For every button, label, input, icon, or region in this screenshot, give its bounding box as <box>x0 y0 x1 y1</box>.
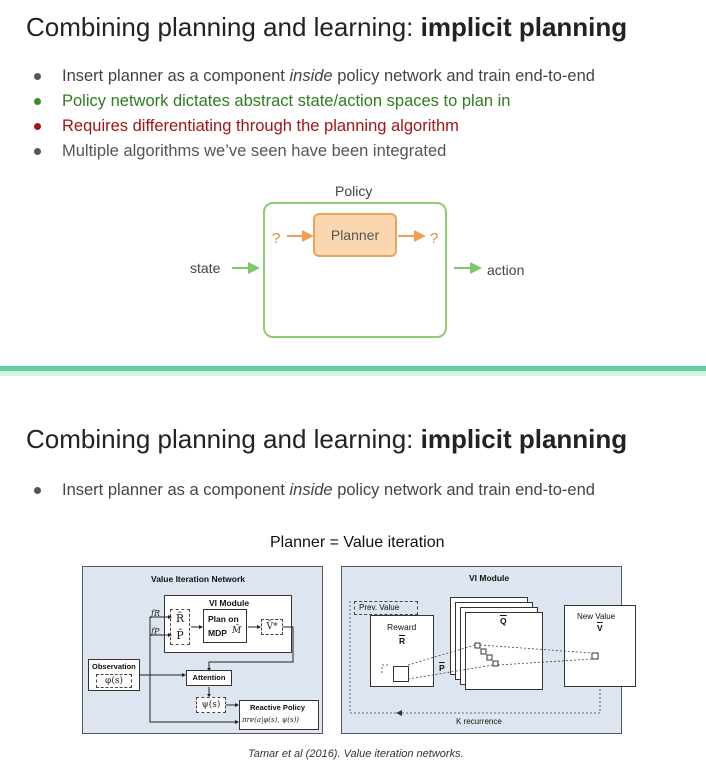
input-question-mark: ? <box>272 230 281 247</box>
vin-connectors <box>140 615 294 724</box>
slide-title: Combining planning and learning: implici… <box>26 12 627 43</box>
title-plain: Combining planning and learning: <box>26 424 421 454</box>
title-bold: implicit planning <box>420 424 628 454</box>
bullet-text: policy network and train end-to-end <box>332 67 595 85</box>
v-star-box: V̄* <box>261 619 283 635</box>
title-plain: Combining planning and learning: <box>26 12 421 42</box>
state-label: state <box>190 260 221 276</box>
citation-caption: Tamar et al (2016). Value iteration netw… <box>248 748 464 760</box>
slide-separator <box>0 366 706 371</box>
slide-title: Combining planning and learning: implici… <box>26 424 627 455</box>
bullet-emphasis: inside <box>289 481 333 499</box>
vin-figure: Value Iteration Network VI Module fR fP … <box>82 566 323 734</box>
output-question-mark: ? <box>430 230 439 247</box>
arrow-icon <box>287 230 314 242</box>
subtitle: Planner = Value iteration <box>270 534 445 551</box>
slide-top: Combining planning and learning: implici… <box>0 0 706 366</box>
plan-line1: Plan on <box>208 614 239 624</box>
q-label: Q <box>500 616 507 626</box>
arrow-icon <box>454 262 482 274</box>
planner-box: Planner <box>313 213 397 257</box>
policy-box <box>263 202 447 338</box>
vin-title: Value Iteration Network <box>151 574 245 584</box>
plan-box: Plan on MDP M̄ <box>203 609 247 643</box>
bullet-list: Insert planner as a component inside pol… <box>34 64 595 164</box>
arrow-icon <box>232 262 260 274</box>
bullet-text: Insert planner as a component <box>62 481 290 499</box>
bullet-item: Multiple algorithms we’ve seen have been… <box>34 139 595 164</box>
k-arrow-icon <box>396 710 402 716</box>
bullet-text: Insert planner as a component <box>62 67 290 85</box>
observation-label: Observation <box>92 662 136 671</box>
bullet-item: Policy network dictates abstract state/a… <box>34 89 595 114</box>
prev-value-label: Prev. Value <box>359 603 400 612</box>
fr-label: fR <box>151 609 160 618</box>
vi-module-connectors <box>349 601 601 716</box>
slide-separator-shadow <box>0 371 706 376</box>
bullet-item: Insert planner as a component inside pol… <box>34 478 595 503</box>
bullet-emphasis: inside <box>289 67 333 85</box>
m-bar: M̄ <box>232 626 242 636</box>
bullet-item: Requires differentiating through the pla… <box>34 114 595 139</box>
reward-label: Reward <box>387 622 417 632</box>
fp-label: fP <box>151 627 160 636</box>
psi-box: ψ(s) <box>196 697 226 713</box>
v-label: V <box>597 623 603 633</box>
vi-module-title: VI Module <box>469 573 510 583</box>
arrow-icon <box>398 230 426 242</box>
vi-module-label: VI Module <box>209 598 250 608</box>
reactive-label: Reactive Policy <box>250 703 306 712</box>
reactive-policy-box: Reactive Policy πre(a|φ(s), ψ(s)) <box>239 700 319 730</box>
reward-box: Reward R <box>370 615 434 687</box>
new-value-box: New Value V <box>564 605 636 687</box>
phi-box: φ(s) <box>96 674 132 688</box>
attention-box: Attention <box>186 670 232 686</box>
q-layer-1: Q <box>465 612 543 690</box>
action-label: action <box>487 262 525 278</box>
p-label: P <box>439 663 445 673</box>
p-bar: P̄ <box>176 629 184 642</box>
prev-value-box <box>354 601 418 615</box>
plan-line2: MDP <box>208 628 227 638</box>
bullet-list: Insert planner as a component inside pol… <box>34 478 595 503</box>
rp-box: R̄ P̄ <box>170 609 190 645</box>
policy-label: Policy <box>335 183 373 199</box>
r-label: R <box>399 636 406 646</box>
reward-kernel <box>393 666 409 682</box>
k-recurrence-label: K recurrence <box>456 717 502 726</box>
r-bar: R̄ <box>175 612 185 625</box>
vi-module-figure: VI Module Prev. Value Reward R Q P New V… <box>341 566 636 734</box>
bullet-item: Insert planner as a component inside pol… <box>34 64 595 89</box>
title-bold: implicit planning <box>420 12 628 42</box>
new-value-label: New Value <box>577 612 616 621</box>
bullet-text: policy network and train end-to-end <box>332 481 595 499</box>
diagram-arrows <box>232 230 482 274</box>
slide-bottom: Combining planning and learning: implici… <box>0 376 706 772</box>
pi-re: πre(a|φ(s), ψ(s)) <box>242 716 300 724</box>
